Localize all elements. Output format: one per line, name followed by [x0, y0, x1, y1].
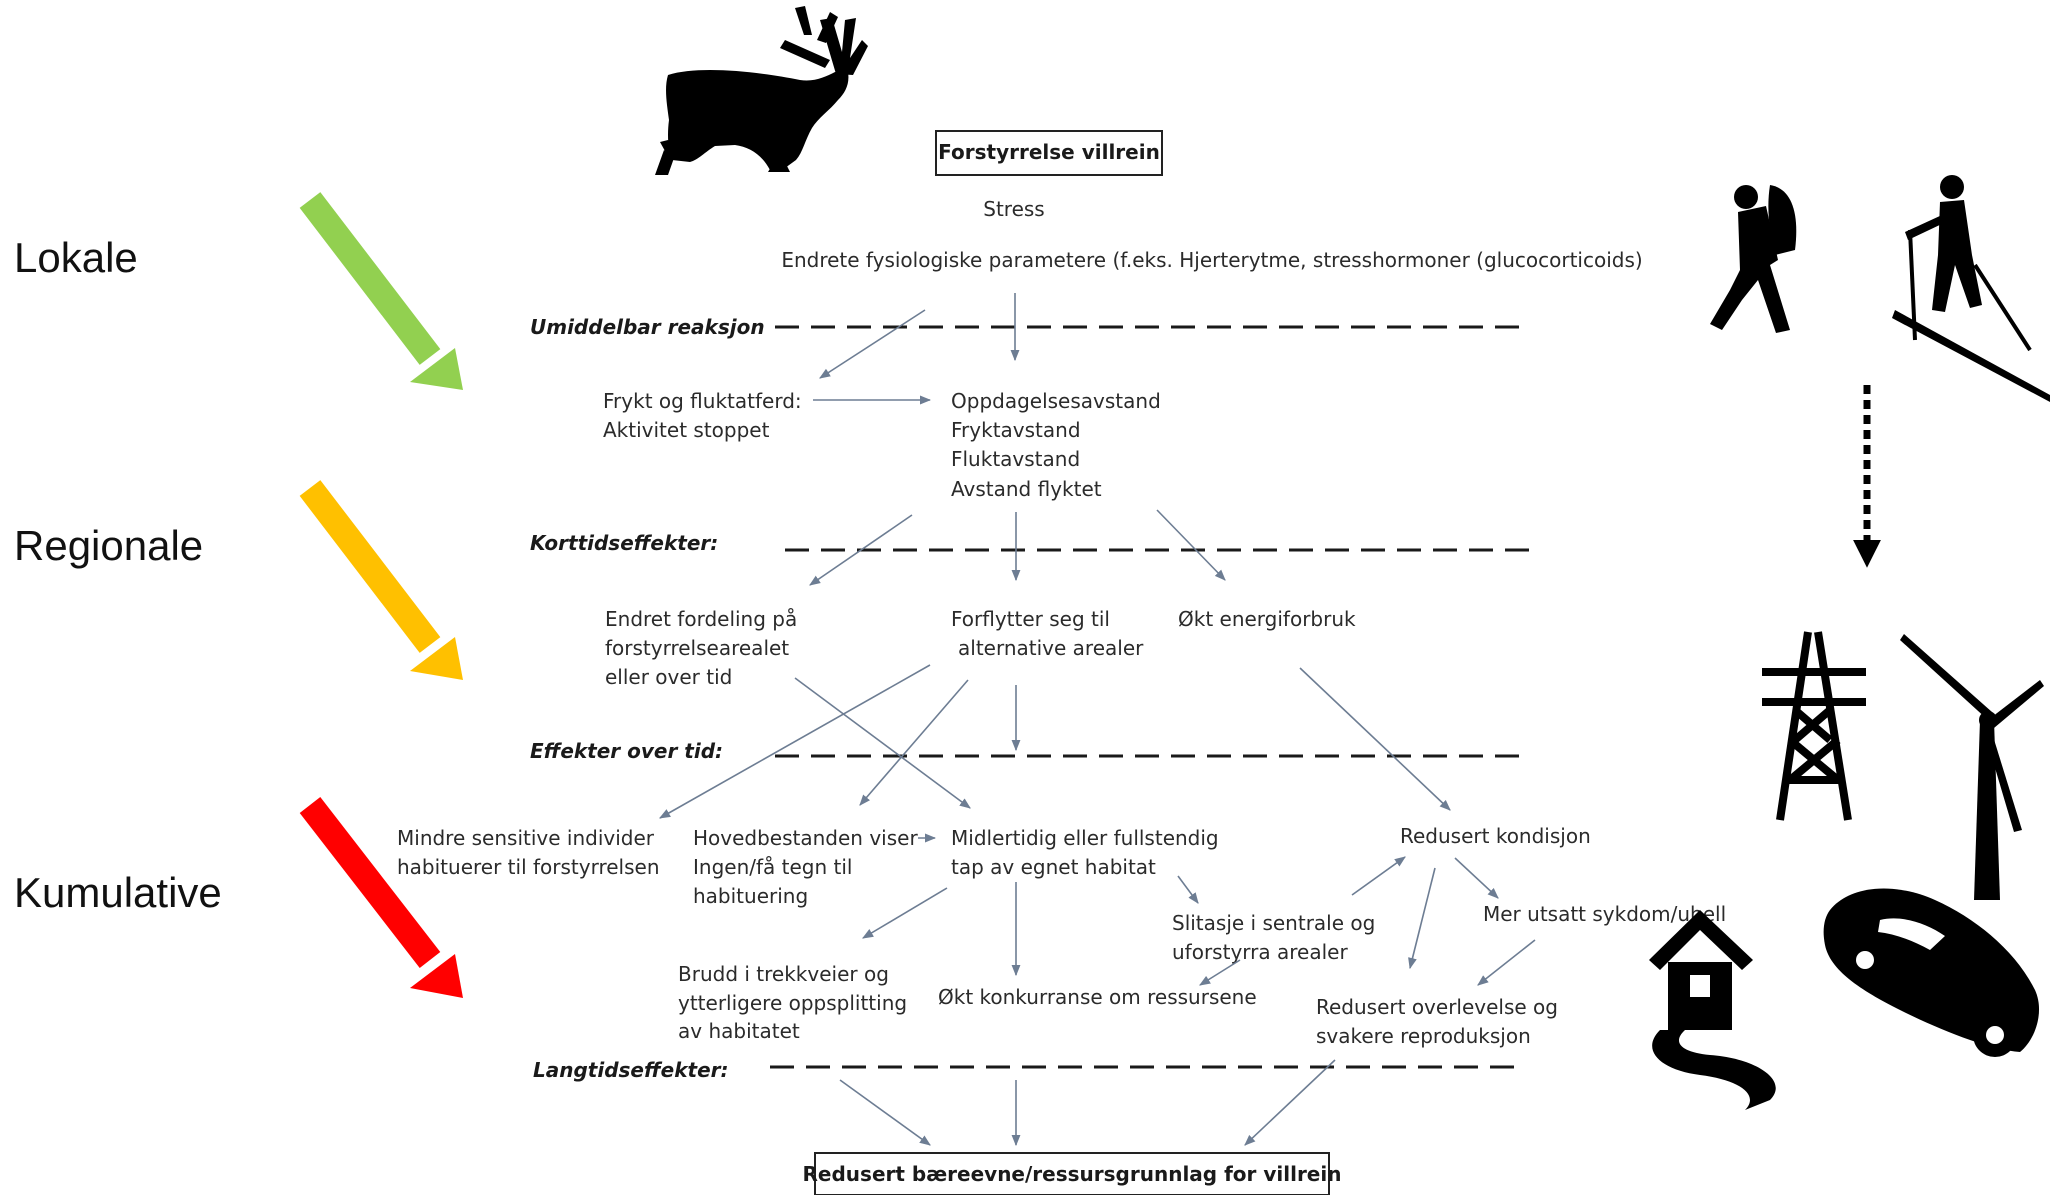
arrow-to-habituation	[659, 664, 931, 819]
habituation-line-2: habituerer til forstyrrelsen	[397, 855, 660, 879]
bottom-box	[814, 1152, 1330, 1195]
house-icon	[1649, 910, 1776, 1110]
distribution-line-3: eller over tid	[605, 665, 732, 689]
distance-line-4: Avstand flyktet	[951, 477, 1102, 501]
stress-label: Stress	[983, 197, 1044, 221]
competition-label: Økt konkurranse om ressursene	[938, 985, 1257, 1009]
survival-line-2: svakere reproduksjon	[1316, 1024, 1531, 1048]
label-regional: Regionale	[14, 522, 203, 569]
power-pylon-icon	[1762, 631, 1866, 821]
physiology-label: Endrete fysiologiske parametere (f.eks. …	[781, 248, 1642, 272]
arrow-condition-survival	[1408, 867, 1436, 970]
arrow-energy-condition	[1299, 667, 1451, 811]
arrow-left-to-bottom	[839, 1079, 931, 1146]
survival-line-1: Redusert overlevelse og	[1316, 995, 1558, 1019]
main-herd-line-1: Hovedbestanden viser	[693, 826, 918, 850]
arrow-right-to-bottom	[1244, 1059, 1336, 1146]
distribution-line-1: Endret fordeling på	[605, 607, 797, 631]
top-box-label: Forstyrrelse villrein	[938, 140, 1160, 164]
stage-long-term: Langtidseffekter:	[533, 1058, 729, 1082]
top-box	[935, 130, 1163, 176]
yellow-arrow	[299, 480, 463, 680]
migration-line-2: ytterligere oppsplitting	[678, 991, 907, 1015]
habitat-loss-line-1: Midlertidig eller fullstendig	[951, 826, 1219, 850]
distance-line-1: Oppdagelsesavstand	[951, 389, 1161, 413]
stage-immediate: Umiddelbar reaksjon	[530, 315, 765, 339]
arrow-wear-survival	[1199, 959, 1241, 986]
arrow-disease-survival	[1477, 939, 1536, 986]
energy-label: Økt energiforbruk	[1178, 607, 1356, 631]
skier-icon	[1892, 175, 2050, 402]
arrow-wear-condition	[1351, 856, 1406, 896]
habituation-line-1: Mindre sensitive individer	[397, 826, 655, 850]
flow-arrows	[659, 293, 1536, 1147]
car-icon	[1823, 888, 2040, 1057]
stage-short-term: Korttidseffekter:	[530, 531, 718, 555]
arrow-to-habitat-loss	[794, 677, 971, 809]
condition-label: Redusert kondisjon	[1400, 824, 1591, 848]
main-herd-line-3: habituering	[693, 884, 808, 908]
migration-line-1: Brudd i trekkveier og	[678, 962, 889, 986]
arrow-condition-disease	[1454, 857, 1499, 899]
relocation-line-1: Forflytter seg til	[951, 607, 1110, 631]
distribution-line-2: forstyrrelsearealet	[605, 636, 789, 660]
green-arrow	[299, 192, 463, 390]
flight-line-2: Aktivitet stoppet	[603, 418, 770, 442]
label-local: Lokale	[14, 234, 138, 281]
arrow-physiology-flight	[819, 309, 926, 379]
arrow-to-wear	[1177, 875, 1199, 904]
hiker-icon	[1710, 185, 1797, 333]
bottom-box-label: Redusert bæreevne/ressursgrunnlag for vi…	[803, 1162, 1342, 1186]
wind-turbine-icon	[1900, 634, 2044, 900]
arrow-to-main-herd	[859, 679, 969, 806]
arrow-to-distribution	[809, 514, 913, 586]
arrow-to-energy	[1156, 509, 1226, 581]
arrow-to-migration	[862, 887, 948, 939]
wear-line-1: Slitasje i sentrale og	[1172, 911, 1375, 935]
relocation-line-2: alternative arealer	[958, 636, 1144, 660]
stage-over-time: Effekter over tid:	[530, 739, 723, 763]
flight-line-1: Frykt og fluktatferd:	[603, 389, 802, 413]
distance-line-3: Fluktavstand	[951, 447, 1080, 471]
wear-line-2: uforstyrra arealer	[1172, 940, 1348, 964]
label-cumulative: Kumulative	[14, 869, 222, 916]
main-herd-line-2: Ingen/få tegn til	[693, 855, 852, 879]
disease-label: Mer utsatt sykdom/uhell	[1483, 902, 1726, 926]
habitat-loss-line-2: tap av egnet habitat	[951, 855, 1156, 879]
migration-line-3: av habitatet	[678, 1019, 800, 1043]
distance-line-2: Fryktavstand	[951, 418, 1081, 442]
red-arrow	[299, 797, 463, 998]
reindeer-icon	[655, 6, 868, 175]
